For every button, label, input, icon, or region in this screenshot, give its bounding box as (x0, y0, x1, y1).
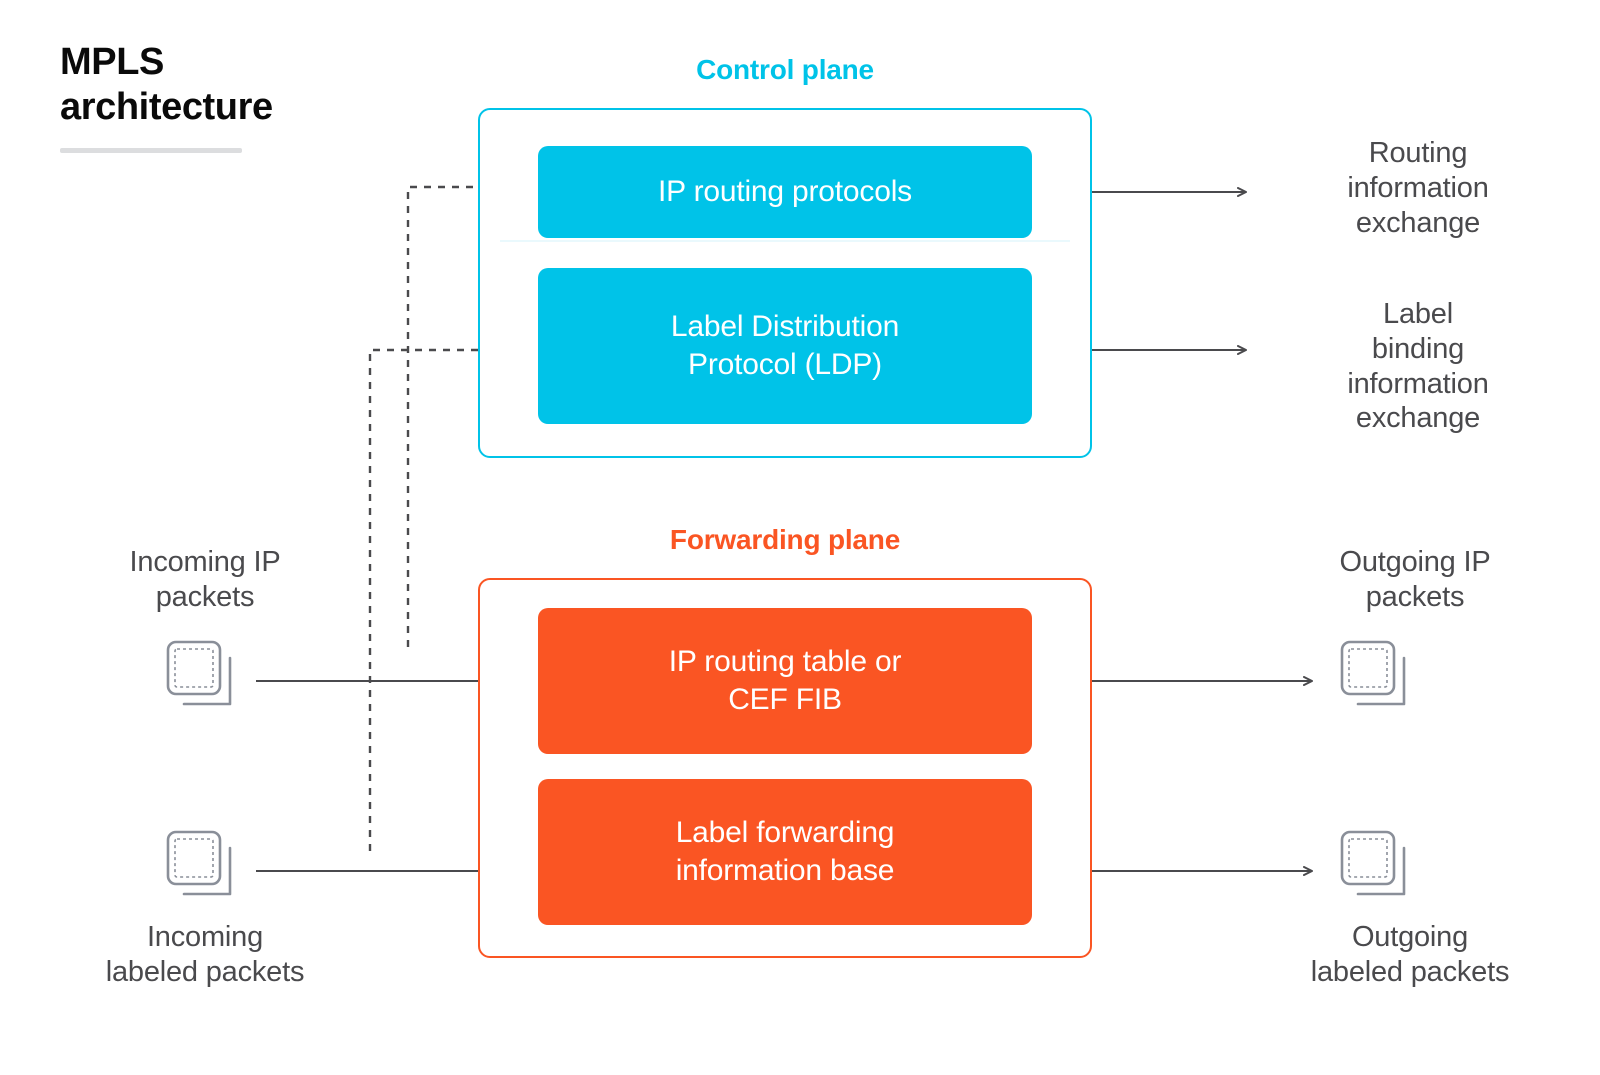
forwarding-plane-heading: Forwarding plane (669, 524, 901, 555)
node-ip-routing-protocols[interactable]: IP routing protocols (538, 146, 1032, 238)
node-label-distribution-protocol[interactable]: Label Distribution Protocol (LDP) (538, 268, 1032, 424)
label-incoming-labeled-packets: Incoming labeled packets (105, 921, 305, 988)
node-label-forwarding-information-base[interactable]: Label forwarding information base (538, 779, 1032, 925)
title-underline-rule (60, 147, 242, 153)
node-ip-routing-table-or-cef-fib[interactable]: IP routing table or CEF FIB (538, 608, 1032, 754)
packet-stack-icon (1340, 830, 1406, 896)
label-routing-information-exchange: Routing information exchange (1347, 137, 1489, 239)
packet-stack-icon (166, 830, 232, 896)
label-label-binding-information-exchange: Label binding information exchange (1347, 298, 1489, 435)
title-block: MPLS architecture (60, 40, 420, 153)
packet-stack-icon (166, 640, 232, 706)
label-outgoing-ip-packets: Outgoing IP packets (1339, 546, 1491, 613)
packet-stack-icon (1340, 640, 1406, 706)
label-outgoing-labeled-packets: Outgoing labeled packets (1310, 921, 1510, 988)
label-incoming-ip-packets: Incoming IP packets (129, 546, 281, 613)
page-title: MPLS architecture (60, 41, 273, 128)
control-plane-divider (500, 240, 1070, 242)
control-plane-heading: Control plane (696, 54, 874, 85)
